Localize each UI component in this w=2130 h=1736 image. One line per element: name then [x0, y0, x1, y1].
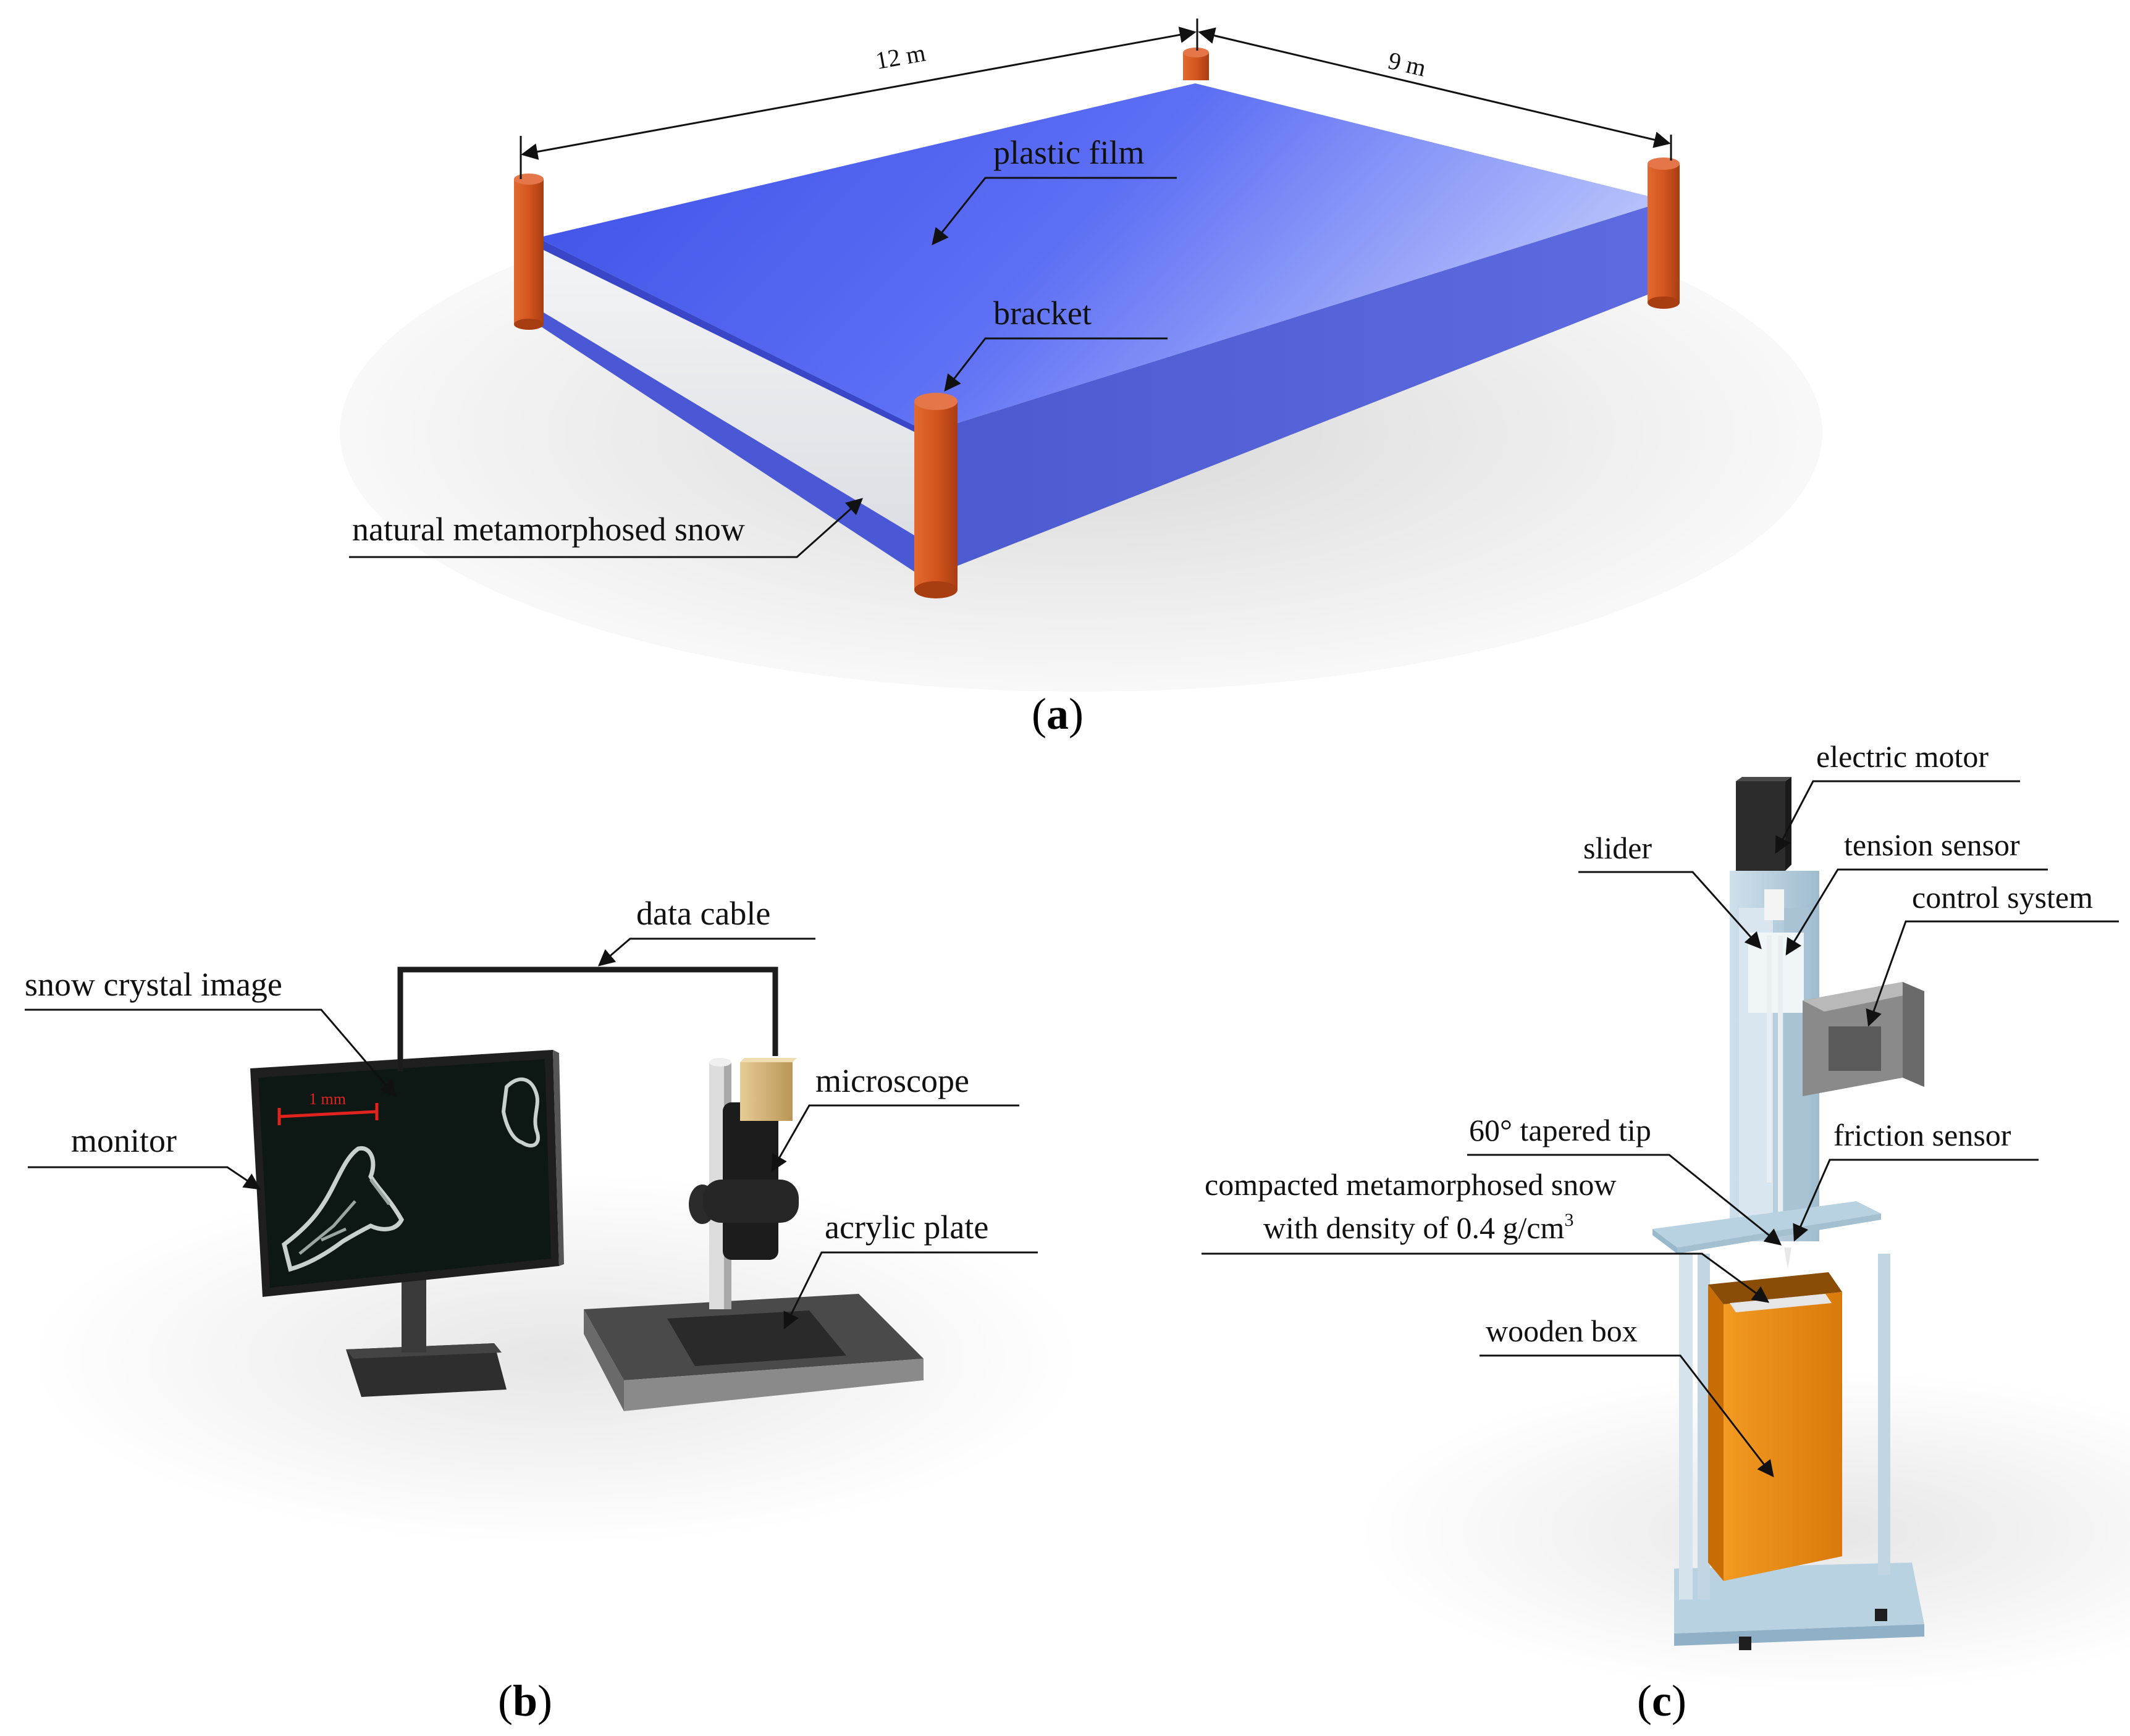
leader-natural-snow: [349, 498, 864, 558]
leader-plastic-film: [932, 177, 1177, 246]
wooden-box-left: [1708, 1285, 1724, 1581]
leader-tapered-tip: [1467, 1154, 1782, 1246]
frame-leg: [1878, 1254, 1890, 1575]
label-compacted-snow-line2: with density of 0.4 g/cm3: [1263, 1210, 1573, 1245]
leader-snow-crystal-image: [25, 1008, 397, 1098]
control-system-side: [1903, 982, 1924, 1087]
scale-bar-label: 1 mm: [309, 1090, 346, 1108]
leader-friction-sensor: [1793, 1159, 2039, 1242]
film-bottom-strip: [537, 309, 928, 581]
bracket-back-left: [514, 174, 544, 330]
dim-line-length: [521, 27, 1197, 160]
film-top-left-edge: [537, 238, 928, 438]
leader-electric-motor: [1775, 780, 2020, 854]
label-electric-motor: electric motor: [1816, 739, 1989, 774]
label-monitor: monitor: [71, 1122, 177, 1159]
motor-coupling: [1764, 889, 1784, 920]
label-snow-crystal-image: snow crystal image: [25, 966, 282, 1003]
caption-a: (a): [1032, 689, 1084, 739]
leader-microscope: [771, 1104, 1019, 1172]
frame-leg: [1698, 1254, 1710, 1600]
bracket-right: [1648, 157, 1680, 309]
label-wooden-box: wooden box: [1486, 1314, 1638, 1348]
caption-c: (c): [1637, 1676, 1686, 1726]
wooden-box-front: [1724, 1292, 1842, 1581]
label-tapered-tip: 60° tapered tip: [1469, 1113, 1651, 1147]
microscope-camera: [740, 1062, 793, 1121]
frame-table: [1652, 1201, 1881, 1247]
frame-leg: [1679, 1254, 1693, 1600]
wheel: [1875, 1609, 1887, 1621]
dim-width-label: 9 m: [1386, 46, 1429, 82]
wooden-box-top-inner: [1708, 1272, 1842, 1304]
monitor-side: [553, 1050, 564, 1266]
data-cable: [397, 967, 778, 1071]
snow-crystal-image: 1 mm: [258, 1059, 551, 1288]
leader-tension-sensor: [1785, 868, 2048, 956]
tapered-tip: [1784, 1247, 1791, 1269]
label-plastic-film: plastic film: [993, 134, 1144, 171]
wheel: [1739, 1637, 1751, 1650]
leader-control-system: [1866, 920, 2119, 1027]
dim-length-label: 12 m: [873, 38, 928, 74]
label-bracket: bracket: [993, 295, 1092, 332]
dim-line-width: [1198, 27, 1671, 148]
leader-slider: [1578, 871, 1762, 950]
label-microscope: microscope: [815, 1062, 969, 1099]
bracket-back-right: [1183, 48, 1209, 80]
panel-b: 1 mm data cable snow crystal image monit…: [25, 895, 1081, 1726]
leader-acrylic-plate: [783, 1251, 1038, 1330]
acrylic-plate: [667, 1310, 846, 1366]
label-acrylic-plate: acrylic plate: [825, 1209, 988, 1246]
bracket-front: [914, 393, 958, 598]
label-friction-sensor: friction sensor: [1833, 1118, 2011, 1152]
leader-monitor: [28, 1166, 261, 1190]
compacted-snow-surface: [1730, 1294, 1832, 1312]
label-natural-snow: natural metamorphosed snow: [352, 511, 745, 548]
control-system-top: [1803, 982, 1924, 1012]
scale-bar: [279, 1110, 377, 1118]
leader-wooden-box: [1480, 1354, 1774, 1478]
film-right-side: [928, 201, 1667, 577]
label-tension-sensor: tension sensor: [1844, 828, 2020, 862]
leader-compacted-snow: [1202, 1252, 1770, 1303]
microscope-base-left: [584, 1309, 624, 1411]
panel-c: electric motor slider tension sensor con…: [1202, 739, 2130, 1726]
microscope-base-front: [624, 1359, 924, 1411]
panel-a: 12 m 9 m plastic film bracket natural me…: [340, 19, 1822, 739]
crystal-cluster-main: [282, 1146, 404, 1272]
leader-bracket: [944, 337, 1168, 392]
leader-data-cable: [597, 937, 815, 967]
caption-b: (b): [498, 1676, 552, 1726]
electric-motor: [1736, 781, 1785, 871]
frame-base: [1674, 1562, 1924, 1633]
plastic-film-top: [537, 83, 1667, 432]
label-compacted-snow-line1: compacted metamorphosed snow: [1205, 1167, 1616, 1202]
label-data-cable: data cable: [636, 895, 770, 932]
label-slider: slider: [1583, 831, 1652, 865]
label-control-system: control system: [1912, 880, 2093, 915]
crystal-cluster-edge: [501, 1077, 540, 1147]
